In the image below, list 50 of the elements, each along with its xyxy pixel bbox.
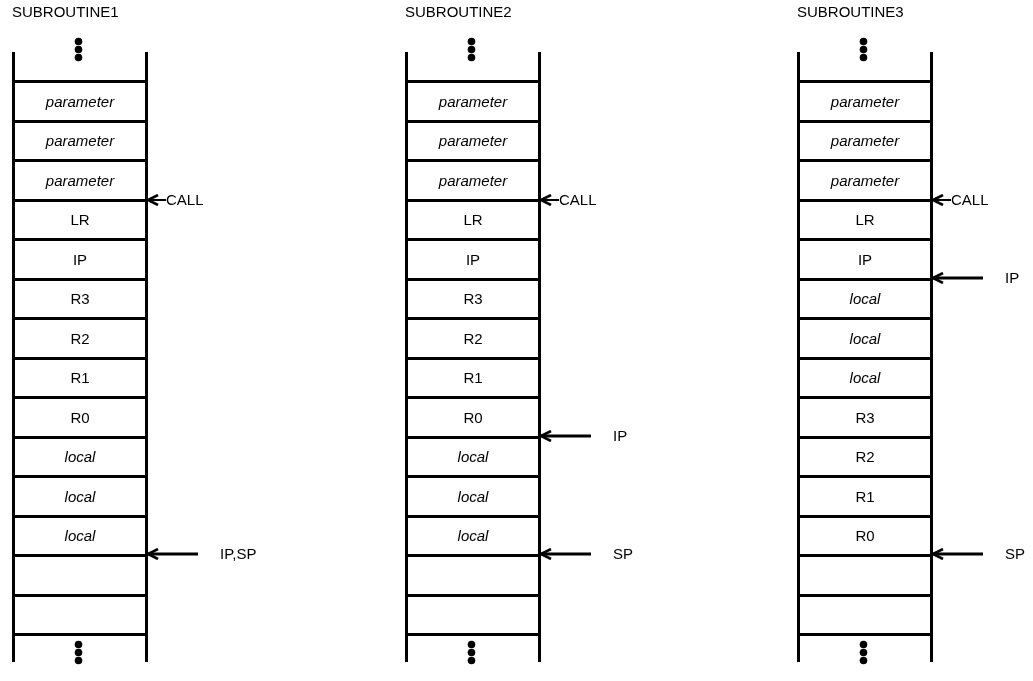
empty-stack-cell (15, 593, 145, 636)
pointer-label: SP (591, 545, 633, 563)
empty-stack-cell (408, 593, 538, 636)
pointer-label: IP (983, 269, 1020, 287)
pointer-label: IP (591, 427, 628, 445)
stack-cell: parameter (800, 159, 930, 199)
stack-cell: R1 (800, 475, 930, 515)
stack-cell: R2 (15, 317, 145, 357)
stack-cell: local (800, 356, 930, 396)
stack-cell: IP (800, 238, 930, 278)
stack-title: SUBROUTINE2 (405, 3, 512, 20)
stack-cell: parameter (408, 119, 538, 159)
stack-cell: R1 (408, 356, 538, 396)
stack-cell: parameter (408, 159, 538, 199)
stack-cell: parameter (15, 80, 145, 120)
stack-cell: local (408, 514, 538, 554)
pointer-label: CALL (559, 191, 597, 209)
stack-cell: parameter (800, 80, 930, 120)
stack-cell: R3 (15, 277, 145, 317)
stack-title: SUBROUTINE3 (797, 3, 904, 20)
stack-cell: local (408, 475, 538, 515)
stack-cell: R1 (15, 356, 145, 396)
stack-cell: parameter (15, 159, 145, 199)
empty-stack-cell (800, 593, 930, 636)
stack-cell: parameter (15, 119, 145, 159)
stack-cell: R2 (800, 435, 930, 475)
stack-cell: IP (15, 238, 145, 278)
stack-cell: local (15, 475, 145, 515)
stack-cell: R0 (800, 514, 930, 554)
stack-cell: R3 (408, 277, 538, 317)
stack-cell: local (15, 514, 145, 554)
pointer-label: CALL (951, 191, 989, 209)
stack-cell: IP (408, 238, 538, 278)
stack-cell: R3 (800, 396, 930, 436)
stack-cell: LR (800, 198, 930, 238)
stack-cell: R0 (408, 396, 538, 436)
stack-cell: LR (15, 198, 145, 238)
pointer-label: CALL (166, 191, 204, 209)
stack-cell: R0 (15, 396, 145, 436)
stack-cell: parameter (408, 80, 538, 120)
stack-cell: parameter (800, 119, 930, 159)
stack-cell: local (800, 317, 930, 357)
pointer-label: SP (983, 545, 1025, 563)
stack-cell: R2 (408, 317, 538, 357)
stack-cell: local (408, 435, 538, 475)
stack-cell: local (15, 435, 145, 475)
pointer-label: IP,SP (198, 545, 257, 563)
stack-cell: local (800, 277, 930, 317)
stack-cell: LR (408, 198, 538, 238)
stack-title: SUBROUTINE1 (12, 3, 119, 20)
